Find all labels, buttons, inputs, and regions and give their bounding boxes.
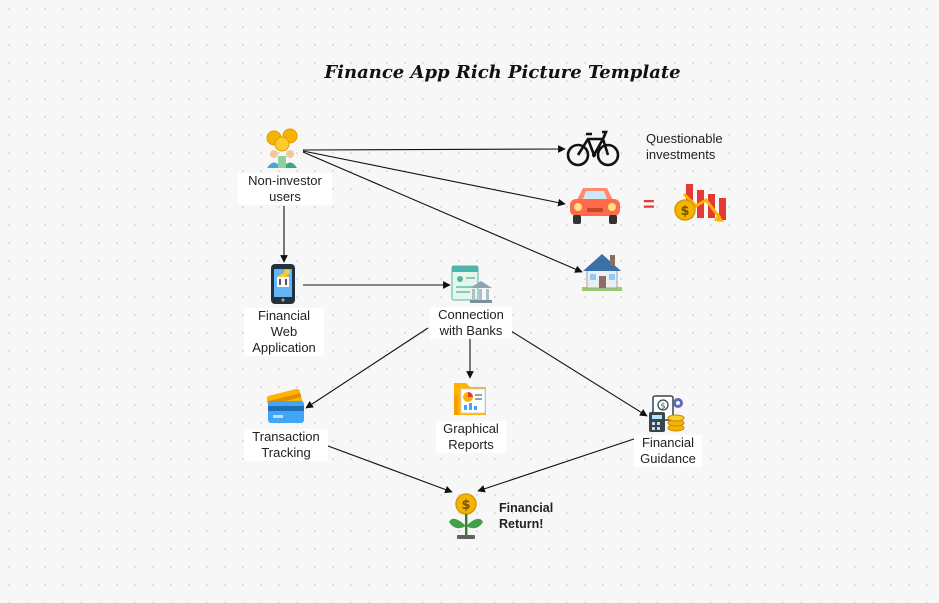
arrow-banks-to-transaction — [305, 327, 429, 409]
arrow-guidance-to-return — [477, 436, 641, 493]
credit-cards-icon — [266, 388, 304, 423]
node-financial-web-application: Financial Web Application — [244, 308, 324, 356]
people-with-coins-icon — [266, 128, 298, 168]
svg-text:$: $ — [461, 498, 470, 513]
calculator-coins-icon: $ — [649, 395, 685, 432]
node-graphical-reports: Graphical Reports — [436, 421, 506, 453]
bicycle-icon — [566, 130, 620, 167]
svg-text:$: $ — [660, 402, 665, 411]
car-icon — [570, 188, 620, 224]
mobile-banking-icon — [271, 264, 295, 304]
arrow-users-to-bicycle — [302, 145, 566, 153]
report-folder-icon — [454, 383, 486, 415]
arrow-transaction-to-return — [319, 442, 453, 494]
node-connection-with-banks: Connection with Banks — [430, 307, 512, 339]
bank-document-icon — [451, 265, 492, 303]
node-financial-guidance: Financial Guidance — [634, 435, 702, 467]
node-financial-return: Financial Return! — [499, 501, 554, 531]
node-questionable-investments: Questionable investments — [646, 131, 723, 162]
svg-text:$: $ — [680, 204, 689, 219]
falling-chart-coin-icon: $ — [674, 184, 726, 222]
house-icon — [582, 254, 622, 291]
arrow-users-to-house — [302, 151, 583, 273]
node-non-investor-users: Non-investor users — [238, 173, 332, 205]
arrow-users-to-car — [302, 150, 566, 207]
arrow-banks-to-guidance — [502, 325, 648, 417]
money-plant-icon: $ — [449, 493, 483, 539]
node-transaction-tracking: Transaction Tracking — [244, 429, 328, 461]
equals-sign: = — [643, 194, 655, 216]
diagram-title: Finance App Rich Picture Template — [324, 62, 681, 83]
